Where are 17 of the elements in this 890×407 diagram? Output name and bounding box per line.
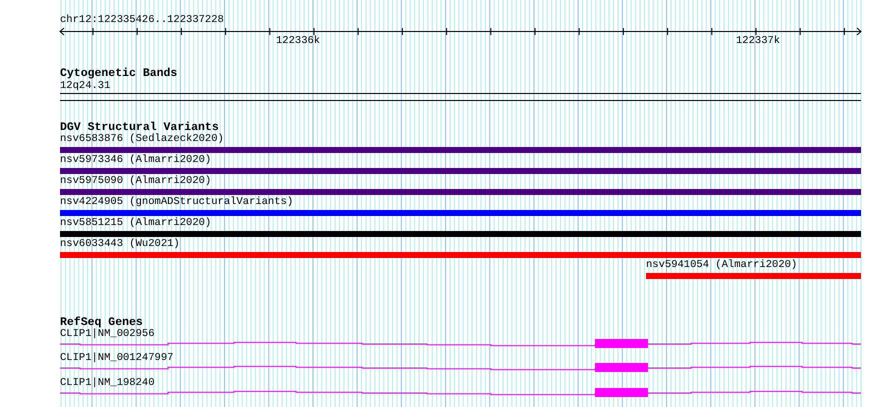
variant-label: nsv5941054 (Almarri2020) — [646, 260, 798, 271]
variant-label: nsv5975090 (Almarri2020) — [60, 176, 212, 187]
variant-label: nsv6583876 (Sedlazeck2020) — [60, 134, 224, 145]
variant-label: nsv4224905 (gnomADStructuralVariants) — [60, 197, 294, 208]
variant-label: nsv5973346 (Almarri2020) — [60, 155, 212, 166]
coordinate-label: chr12:122335426..122337228 — [60, 15, 224, 26]
track-title: DGV Structural Variants — [60, 122, 219, 133]
band-label: 12q24.31 — [60, 81, 110, 92]
gene-label: CLIP1|NM_198240 — [60, 378, 155, 389]
variant-label: nsv6033443 (Wu2021) — [60, 239, 180, 250]
tick-label: 122336k — [276, 36, 320, 47]
track-title: RefSeq Genes — [60, 317, 143, 328]
tick-label: 122337k — [736, 36, 780, 47]
variant-label: nsv5851215 (Almarri2020) — [60, 218, 212, 229]
track-title: Cytogenetic Bands — [60, 68, 178, 79]
gene-label: CLIP1|NM_001247997 — [60, 353, 174, 364]
gene-label: CLIP1|NM_002956 — [60, 329, 155, 340]
